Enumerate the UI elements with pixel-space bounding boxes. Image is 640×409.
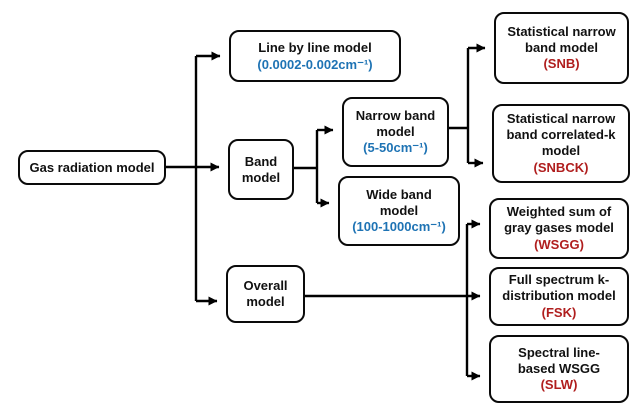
- node-narrow-band-model: Narrow band model (5-50cm⁻¹): [342, 97, 449, 167]
- connector-band-branches: [294, 125, 334, 208]
- node-line-by-line-model: Line by line model (0.0002-0.002cm⁻¹): [229, 30, 401, 82]
- node-title: Weighted sum of gray gases model: [504, 204, 614, 236]
- connector-narrow-band-branches: [449, 43, 486, 168]
- node-wsgg: Weighted sum of gray gases model (WSGG): [489, 198, 629, 259]
- node-title: Line by line model: [258, 39, 372, 55]
- node-wide-band-model: Wide band model (100-1000cm⁻¹): [338, 176, 460, 246]
- wavenumber-range-label: (5-50cm⁻¹): [363, 140, 428, 156]
- model-abbreviation-label: (SLW): [540, 377, 578, 393]
- node-overall-model: Overall model: [226, 265, 305, 323]
- node-slw: Spectral line-based WSGG (SLW): [489, 335, 629, 403]
- node-title: Gas radiation model: [29, 159, 155, 175]
- node-title: Full spectrum k-distribution model: [502, 272, 616, 304]
- wavenumber-range-label: (100-1000cm⁻¹): [352, 219, 446, 235]
- node-band-model: Band model: [228, 139, 294, 200]
- node-title: Spectral line-based WSGG: [517, 344, 601, 376]
- node-title: Band model: [241, 153, 281, 185]
- connector-root-branches: [166, 51, 221, 306]
- node-snb: Statistical narrow band model (SNB): [494, 12, 629, 84]
- model-abbreviation-label: (SNB): [543, 56, 580, 72]
- node-title: Statistical narrow band correlated-k mod…: [506, 111, 616, 158]
- model-abbreviation-label: (WSGG): [534, 236, 584, 252]
- model-abbreviation-label: (SNBCK): [533, 159, 589, 175]
- node-title: Wide band model: [366, 186, 432, 218]
- connector-overall-branches: [305, 219, 481, 381]
- node-snbck: Statistical narrow band correlated-k mod…: [492, 104, 630, 183]
- model-abbreviation-label: (FSK): [541, 304, 577, 320]
- node-title: Overall model: [243, 278, 288, 309]
- node-gas-radiation-model: Gas radiation model: [18, 150, 166, 185]
- wavenumber-range-label: (0.0002-0.002cm⁻¹): [257, 56, 373, 72]
- node-title: Narrow band model: [355, 107, 436, 139]
- node-fsk: Full spectrum k-distribution model (FSK): [489, 267, 629, 326]
- node-title: Statistical narrow band model: [507, 23, 616, 55]
